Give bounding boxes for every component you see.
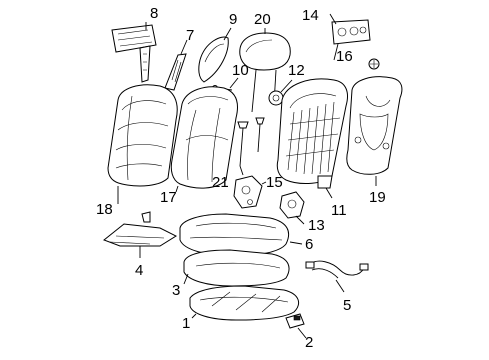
callout-18: 18 <box>96 201 113 218</box>
part-11-seatback-frame <box>276 78 348 199</box>
part-14-switch-plate <box>329 13 371 61</box>
part-18-seatback-cover <box>107 84 178 204</box>
callout-21: 21 <box>212 174 229 191</box>
callout-8: 8 <box>150 5 159 22</box>
part-19-seatback-panel <box>346 76 403 186</box>
callout-17: 17 <box>160 189 177 206</box>
part-16-clip <box>368 58 380 70</box>
part-1-seat-pan <box>189 285 300 321</box>
callout-2: 2 <box>305 334 314 351</box>
part-4-seat-rail <box>103 211 178 258</box>
callout-14: 14 <box>302 7 319 24</box>
part-3-seat-cushion-pad <box>183 249 290 287</box>
callout-10: 10 <box>232 62 249 79</box>
callout-7: 7 <box>186 27 195 44</box>
part-2-switch <box>285 313 307 339</box>
callout-5: 5 <box>343 297 352 314</box>
part-5-wire-harness <box>305 260 369 293</box>
part-15-bracket <box>233 175 267 209</box>
callout-16: 16 <box>336 48 353 65</box>
part-7-bolster-strip <box>164 39 188 91</box>
callout-11: 11 <box>331 202 347 219</box>
callout-1: 1 <box>182 315 191 332</box>
callout-19: 19 <box>369 189 386 206</box>
callout-3: 3 <box>172 282 181 299</box>
callout-15: 15 <box>266 174 283 191</box>
part-8-frame-panel <box>111 22 157 83</box>
part-6-seat-cushion-cover <box>179 213 303 257</box>
part-13-recliner <box>279 191 305 225</box>
callout-13: 13 <box>308 217 325 234</box>
callout-6: 6 <box>305 236 314 253</box>
part-21-headrest-guides <box>237 117 265 176</box>
callout-12: 12 <box>288 62 305 79</box>
callout-20: 20 <box>254 11 271 28</box>
part-9-trim-cover <box>198 27 232 83</box>
callout-4: 4 <box>135 262 144 279</box>
part-12-knob <box>268 79 293 106</box>
callout-9: 9 <box>229 11 238 28</box>
part-17-seatback-pad <box>170 86 238 193</box>
